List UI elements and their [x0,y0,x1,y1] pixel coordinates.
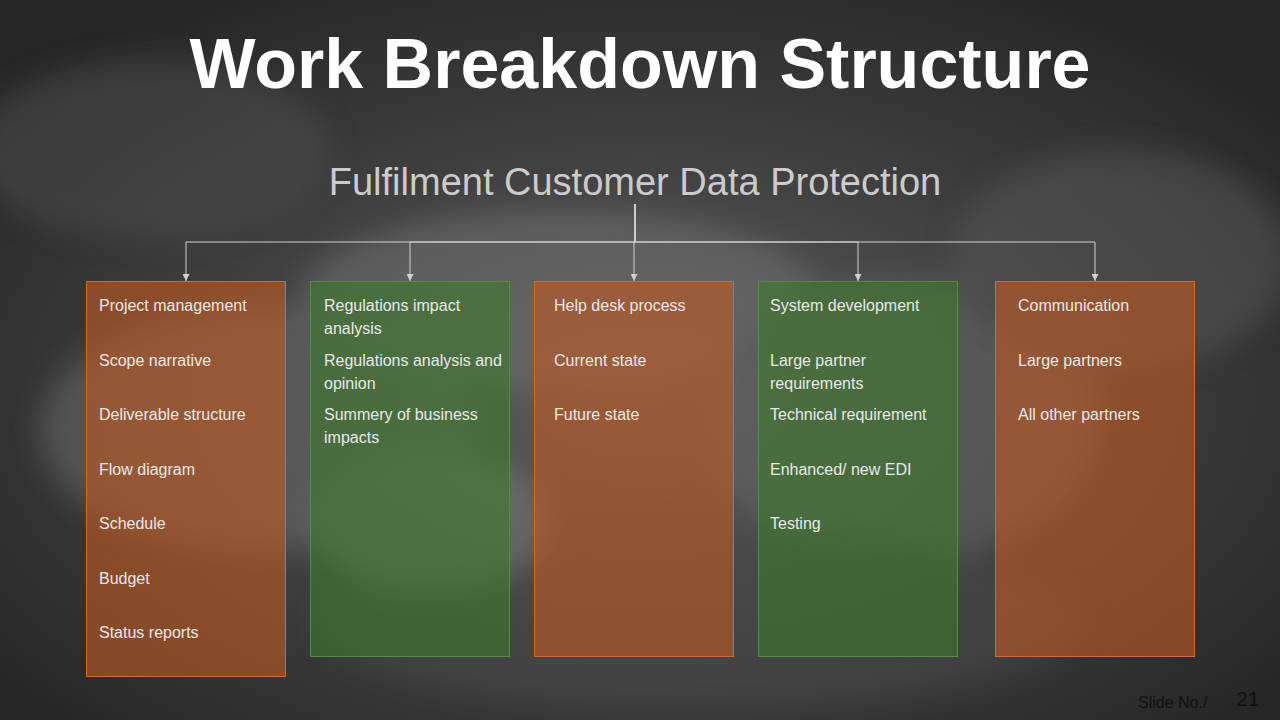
work-item: Future state [554,403,733,458]
tree-connector [186,204,635,281]
work-item: System development [770,294,957,349]
work-item: Scope narrative [99,349,285,404]
work-item: Flow diagram [99,458,285,513]
work-item: Technical requirement [770,403,957,458]
work-package-box: Regulations impact analysisRegulations a… [310,281,510,657]
work-item: Regulations impact analysis [324,294,509,349]
work-item: Enhanced/ new EDI [770,458,957,513]
tree-connector [635,204,858,281]
slide-title: Work Breakdown Structure [0,22,1280,106]
work-item: Communication [1018,294,1194,349]
work-item: Current state [554,349,733,404]
work-item: Testing [770,512,957,567]
work-item: Large partners [1018,349,1194,404]
work-item: Status reports [99,621,285,676]
work-item: Deliverable structure [99,403,285,458]
work-package-box: System developmentLarge partner requirem… [758,281,958,657]
work-package-box: Help desk processCurrent stateFuture sta… [534,281,734,657]
work-item: Summery of business impacts [324,403,509,458]
work-package-box: Project managementScope narrativeDeliver… [86,281,286,677]
work-item: Help desk process [554,294,733,349]
slide-number-caption: Slide No./ [1138,694,1207,712]
tree-connector [410,204,635,281]
work-item: Regulations analysis and opinion [324,349,509,404]
work-item: All other partners [1018,403,1194,458]
tree-connector [635,204,1095,281]
work-item: Large partner requirements [770,349,957,404]
tree-connector [634,204,635,281]
root-deliverable: Fulfilment Customer Data Protection [290,160,980,204]
root-label: Fulfilment Customer Data Protection [290,160,980,204]
slide-number: 21 [1236,687,1259,711]
work-package-box: CommunicationLarge partnersAll other par… [995,281,1195,657]
work-item: Budget [99,567,285,622]
work-item: Schedule [99,512,285,567]
work-item: Project management [99,294,285,349]
